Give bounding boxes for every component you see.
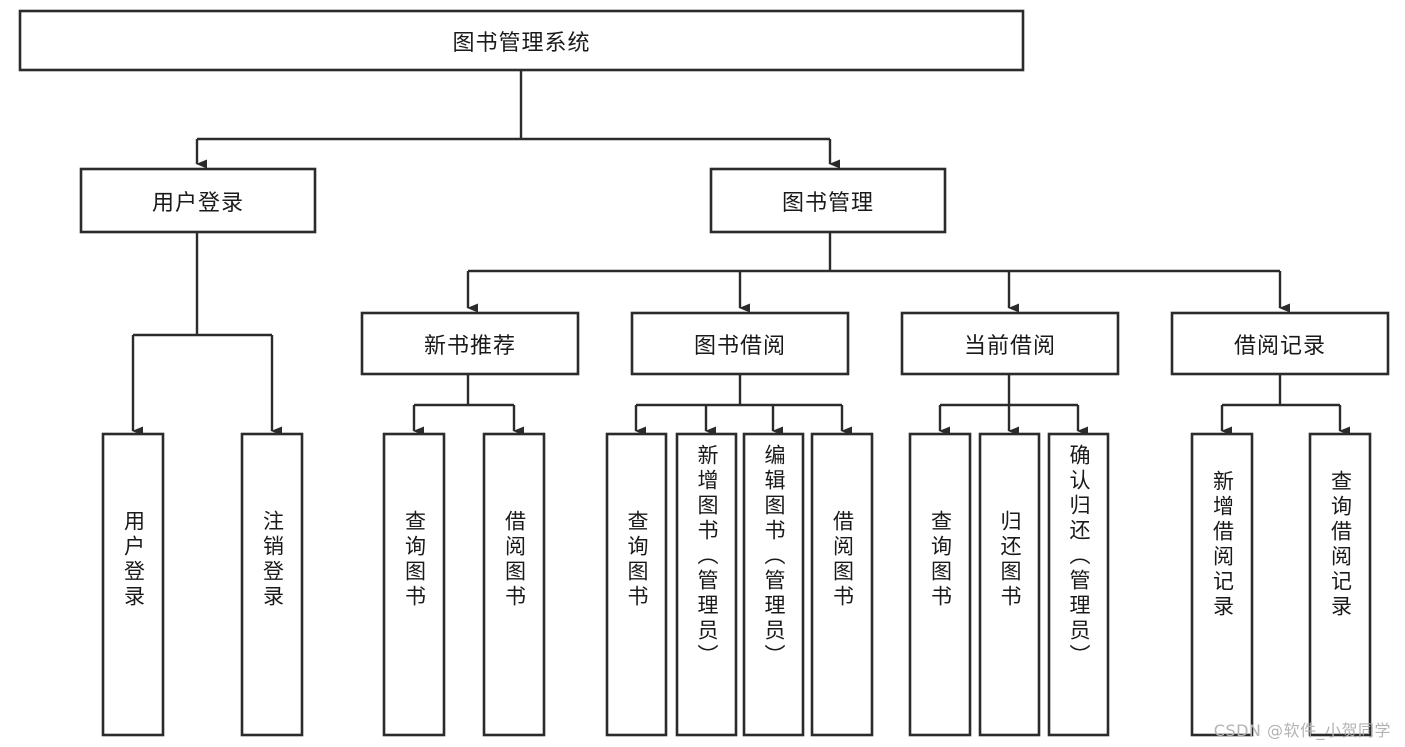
node-box-leaf-query-book-1[interactable] bbox=[382, 432, 446, 737]
node-box-borrow-record[interactable] bbox=[1170, 311, 1390, 376]
node-box-leaf-add-book[interactable] bbox=[675, 432, 738, 737]
node-box-leaf-return-book[interactable] bbox=[978, 432, 1041, 737]
node-box-leaf-logout-login[interactable] bbox=[240, 432, 304, 737]
node-box-new-book-recommend[interactable] bbox=[360, 311, 580, 376]
node-box-leaf-user-login[interactable] bbox=[101, 432, 165, 737]
node-box-leaf-edit-book[interactable] bbox=[742, 432, 805, 737]
node-box-leaf-query-book-3[interactable] bbox=[908, 432, 972, 737]
node-box-current-borrow[interactable] bbox=[900, 311, 1120, 376]
node-box-leaf-borrow-book-2[interactable] bbox=[810, 432, 874, 737]
node-box-book-borrow[interactable] bbox=[630, 311, 850, 376]
node-box-leaf-query-record[interactable] bbox=[1308, 432, 1372, 737]
node-box-user-login[interactable] bbox=[79, 167, 317, 234]
csdn-watermark: CSDN @软件_小贺同学 bbox=[1213, 721, 1391, 740]
node-box-leaf-query-book-2[interactable] bbox=[605, 432, 668, 737]
node-box-root[interactable] bbox=[18, 9, 1025, 72]
node-box-leaf-borrow-book-1[interactable] bbox=[482, 432, 546, 737]
node-box-book-management[interactable] bbox=[709, 167, 947, 234]
node-box-leaf-add-record[interactable] bbox=[1190, 432, 1254, 737]
node-box-leaf-confirm-return[interactable] bbox=[1047, 432, 1110, 737]
